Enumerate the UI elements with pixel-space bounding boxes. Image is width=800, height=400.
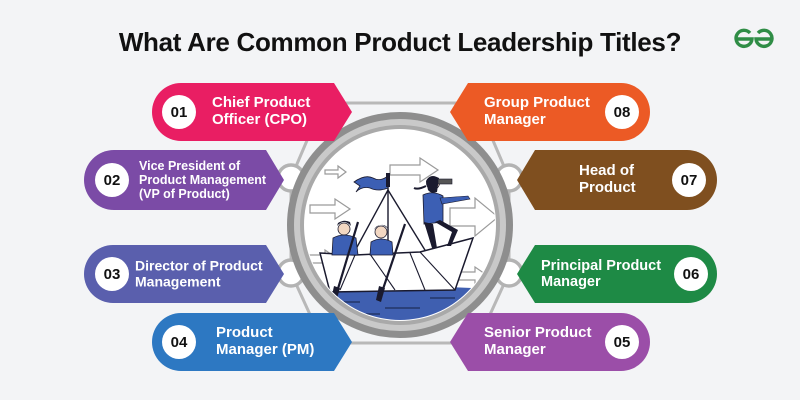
card-shape — [84, 245, 284, 303]
step-number-badge: 01 — [162, 95, 196, 129]
step-number-badge: 08 — [605, 95, 639, 129]
step-number-badge: 05 — [605, 325, 639, 359]
card-shape — [517, 150, 717, 210]
card-shape — [84, 150, 284, 210]
step-number-badge: 07 — [672, 163, 706, 197]
card-shape — [450, 83, 650, 141]
step-number-badge: 03 — [95, 257, 129, 291]
card-shape — [152, 83, 352, 141]
step-number-badge: 04 — [162, 325, 196, 359]
step-number-badge: 06 — [674, 257, 708, 291]
card-shape — [152, 313, 352, 371]
geeksforgeeks-logo-icon — [734, 28, 774, 49]
card-shape — [517, 245, 717, 303]
step-number-badge: 02 — [95, 163, 129, 197]
page-title: What Are Common Product Leadership Title… — [118, 27, 682, 57]
card-shape — [450, 313, 650, 371]
